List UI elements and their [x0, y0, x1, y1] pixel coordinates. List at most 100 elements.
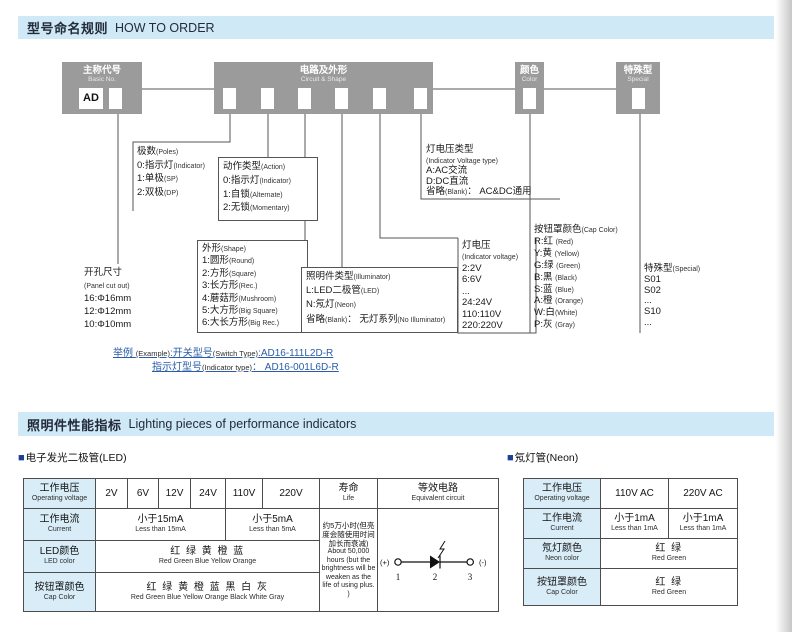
neon-row-header-neon-color: 氖灯颜色 Neon color [523, 538, 601, 569]
basic-no-box: 主称代号 Basic No. AD [62, 62, 142, 114]
order-example: 举例 (Example):开关型号(Switch Type):AD16-111L… [113, 348, 339, 373]
header-en: Life [342, 495, 355, 503]
special-label-zh: 特殊型 [623, 65, 653, 76]
led-voltage-2v: 2V [95, 478, 128, 509]
led-col-header-life: 寿命 Life [319, 478, 378, 509]
header-en: Current [550, 525, 574, 533]
section2-title-en: Lighting pieces of performance indicator… [128, 417, 357, 431]
basic-no-label-en: Basic No. [88, 76, 116, 83]
header-en: Cap Color [546, 588, 578, 596]
code-cell-ad: AD [79, 88, 103, 109]
header-zh: 按钮罩颜色 [537, 576, 587, 588]
header-en: Operating voltage [534, 495, 590, 503]
circuit-shape-box: 电路及外形 Circuit & Shape [214, 62, 433, 114]
led-row-header-led-color: LED颜色 LED color [23, 539, 96, 573]
color-box: 颜色 Color [515, 62, 544, 114]
circuit-plus-label: (+) [380, 558, 390, 567]
section1-header-bar: 型号命名规则 HOW TO ORDER [18, 16, 774, 39]
special-box: 特殊型 Special [616, 62, 660, 114]
value-zh: 小于5mA [252, 514, 293, 526]
annotation-illuminator: 照明件类型(Illuminator)L:LED二极管(LED)N:氖灯(Neon… [301, 267, 458, 333]
value-en: Less than 1mA [679, 525, 727, 533]
led-performance-table: 工作电压 Operating voltage 2V 6V 12V 24V 110… [23, 478, 499, 613]
basic-no-label-zh: 主称代号 [82, 65, 121, 76]
neon-row-header-cap-color: 按钮罩颜色 Cap Color [523, 568, 601, 606]
circuit-shape-label-zh: 电路及外形 [299, 65, 348, 76]
header-en: Equivalent circuit [411, 495, 465, 503]
led-row-header-current: 工作电流 Current [23, 508, 96, 541]
circuit-node-2: 2 [433, 572, 438, 582]
header-zh: 等效电路 [418, 483, 458, 495]
value-en: Less than 15mA [135, 526, 186, 534]
section2-header-bar: 照明件性能指标 Lighting pieces of performance i… [18, 412, 774, 436]
code-cell-color [523, 88, 536, 109]
circuit-node-3: 3 [468, 572, 473, 582]
annotation-cap-color: 按钮罩颜色(Cap Color)R:红 (Red)Y:黄 (Yellow)G:绿… [534, 224, 618, 331]
header-zh: 工作电压 [39, 483, 80, 495]
code-cell-poles [223, 88, 236, 109]
led-voltage-6v: 6V [127, 478, 159, 509]
annotation-poles: 极数(Poles)0:指示灯(Indicator)1:单极(SP)2:双极(DP… [137, 146, 205, 198]
header-en: Operating voltage [31, 495, 88, 503]
header-en: LED color [44, 558, 75, 566]
circuit-node-1: 1 [396, 572, 401, 582]
value-en: Less than 5mA [249, 526, 296, 534]
code-cell-special [632, 88, 645, 109]
led-life-cell: 约5万小时(但亮度会随使用时间加长而衰减) About 50,000 hours… [319, 508, 378, 612]
life-en: About 50,000 hours (but the brightness w… [321, 548, 376, 598]
value-zh: 红 绿 黄 橙 蓝 黑 白 灰 [146, 581, 269, 593]
code-cell-shape [298, 88, 311, 109]
code-cell-action [261, 88, 274, 109]
value-zh: 小于15mA [137, 514, 184, 526]
led-voltage-12v: 12V [158, 478, 191, 509]
neon-current-220: 小于1mA Less than 1mA [668, 508, 738, 539]
value-zh: 红 绿 [655, 543, 683, 555]
neon-performance-table: 工作电压 Operating voltage 110V AC 220V AC 工… [523, 478, 738, 606]
code-cell-illuminator [335, 88, 348, 109]
neon-subsection-label: 氖灯管(Neon) [514, 452, 579, 464]
led-subsection-marker: ■电子发光二极管(LED) [18, 450, 127, 465]
neon-cap-colors-cell: 红 绿 Red Green [600, 568, 738, 606]
header-zh: 工作电流 [542, 513, 582, 525]
circuit-minus-label: (-) [479, 558, 487, 567]
value-zh: 小于1mA [614, 513, 655, 525]
value-en: Red Green Blue Yellow Orange [158, 558, 257, 566]
led-cap-colors-cell: 红 绿 黄 橙 蓝 黑 白 灰 Red Green Blue Yellow Or… [95, 571, 320, 613]
header-en: Neon color [545, 555, 579, 563]
led-voltage-220v: 220V [262, 478, 320, 509]
square-bullet-icon: ■ [507, 452, 514, 464]
code-cell-voltage-type [414, 88, 427, 109]
neon-row-header-current: 工作电流 Current [523, 508, 601, 539]
value-zh: 红 绿 黄 橙 蓝 [170, 546, 245, 558]
header-zh: LED颜色 [39, 546, 80, 558]
square-bullet-icon: ■ [18, 452, 25, 464]
value-en: Red Green [651, 555, 687, 563]
life-zh: 约5万小时(但亮度会随使用时间加长而衰减) [322, 521, 375, 548]
led-current-low: 小于15mA Less than 15mA [95, 508, 226, 541]
value-zh: 红 绿 [655, 576, 683, 588]
neon-current-110: 小于1mA Less than 1mA [600, 508, 669, 539]
led-row-header-cap-color: 按钮罩颜色 Cap Color [23, 571, 96, 613]
neon-voltage-110vac: 110V AC [600, 478, 669, 509]
header-zh: 寿命 [338, 483, 359, 495]
led-voltage-24v: 24V [190, 478, 226, 509]
neon-colors-cell: 红 绿 Red Green [600, 538, 738, 569]
value-en: Red Green Blue Yellow Orange Black White… [130, 593, 285, 601]
value-en: Red Green [651, 588, 687, 596]
code-cell-voltage [373, 88, 386, 109]
led-equivalent-circuit-cell: (+) (-) 1 2 3 [377, 508, 499, 612]
section1-title-en: HOW TO ORDER [115, 20, 215, 35]
section1-title-zh: 型号命名规则 [27, 21, 109, 36]
neon-voltage-220vac: 220V AC [668, 478, 738, 509]
code-cell-panel-size [109, 88, 122, 109]
color-label-zh: 颜色 [519, 65, 539, 76]
page-edge-shadow [776, 0, 792, 632]
header-zh: 氖灯颜色 [542, 543, 582, 555]
header-zh: 工作电压 [542, 483, 582, 495]
special-label-en: Special [627, 76, 649, 83]
